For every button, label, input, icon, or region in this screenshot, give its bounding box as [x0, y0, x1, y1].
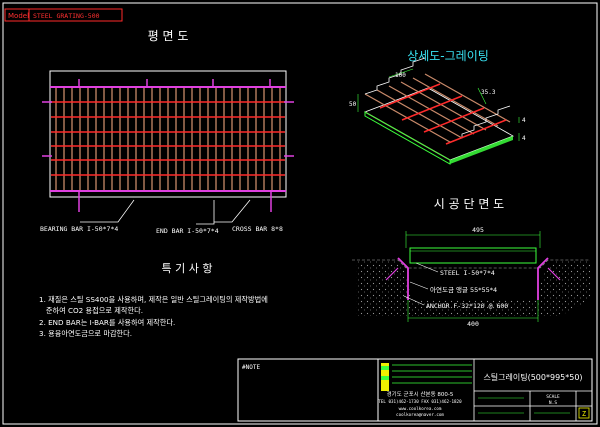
detail-dim-4a: 4	[522, 117, 526, 124]
section-dim-top-lines	[405, 231, 541, 248]
note-line-2: 준하여 CO2 용접으로 제작한다.	[39, 306, 143, 315]
detail-dims	[357, 68, 520, 141]
sheet-mark-icon: Z	[578, 407, 590, 419]
detail-front-edge	[450, 136, 513, 164]
note-line-3: 2. END BAR는 I-BAR를 사용하여 제작한다.	[39, 318, 175, 327]
svg-text:Z: Z	[582, 410, 586, 418]
title-block-note-label: #NOTE	[242, 364, 260, 371]
plan-frame	[49, 70, 287, 198]
detail-dim-100: 100	[395, 72, 406, 79]
label-end-bar: END BAR I-50*7*4	[156, 227, 219, 235]
detail-view-title: 상세도-그레이팅	[407, 49, 489, 63]
detail-step-profile	[364, 57, 426, 95]
label-cross-bar: CROSS BAR 8*8	[232, 225, 283, 233]
model-tag-label: Model	[8, 12, 29, 20]
section-dim-top: 495	[472, 226, 484, 234]
company-email: coolkorea@naver.com	[396, 412, 444, 417]
notes: 특 기 사 항 1. 재질은 스틸 SS400을 사용하며, 제작은 일반 스틸…	[39, 262, 268, 338]
plan-bottom-markers	[78, 192, 272, 212]
detail-view: 상세도-그레이팅 100 3	[349, 49, 526, 165]
detail-step-profile-right	[449, 105, 511, 143]
notes-title: 특 기 사 항	[162, 262, 213, 275]
company-logo	[381, 363, 389, 391]
section-angles	[397, 257, 549, 300]
scale-label: SCALE	[546, 394, 560, 400]
section-leaders	[403, 262, 439, 306]
drawing-title: 스틸그레이팅(500*995*50)	[483, 372, 582, 382]
note-line-4: 3. 용융아연도금으로 마감한다.	[39, 329, 132, 338]
section-view: 시 공 단 면 도 495 STEEL I-50*7	[352, 197, 590, 328]
plan-bearing-bars	[55, 88, 281, 190]
section-soil	[356, 260, 590, 316]
section-label-angle: 아연도금 앵글 55*55*4	[430, 285, 497, 294]
model-tag[interactable]: Model STEEL GRATING-500	[4, 8, 123, 22]
title-block-small-fields	[478, 397, 570, 414]
detail-dim-50: 50	[349, 101, 357, 108]
model-tag-code: STEEL GRATING-500	[33, 12, 100, 20]
plan-leaders	[80, 199, 251, 225]
plan-cross-bars	[51, 101, 285, 176]
detail-dim-4b: 4	[522, 135, 526, 142]
company-tel: TEL 031)462-1730 FAX 031)462-1820	[378, 399, 462, 404]
plan-top-markers	[78, 79, 271, 88]
section-view-title: 시 공 단 면 도	[434, 197, 504, 211]
detail-cross-bars	[379, 83, 507, 145]
section-anchors	[385, 267, 561, 281]
section-label-anchor: ANCHOR F-32*120 @ 600	[426, 302, 508, 310]
plan-view: 평 면 도	[40, 29, 294, 235]
detail-left-edge	[364, 111, 451, 165]
label-bearing-bar: BEARING BAR I-50*7*4	[40, 225, 118, 233]
section-dim-bottom-lines	[407, 300, 539, 322]
company-lines	[392, 364, 472, 384]
detail-dim-353: 35.3	[481, 89, 496, 96]
plan-side-markers	[42, 101, 294, 157]
section-dim-bottom: 400	[467, 320, 479, 328]
plan-view-title: 평 면 도	[148, 29, 189, 43]
scale-value: N.S	[549, 400, 557, 406]
note-line-1: 1. 재질은 스틸 SS400을 사용하며, 제작은 일반 스틸그레이팅의 제작…	[39, 295, 268, 304]
company-web: www.coolkorea.com	[399, 406, 442, 411]
section-grating	[409, 247, 537, 264]
title-block: #NOTE 경기도 군포시 산본동 800-5 TEL 031)462-1730…	[237, 358, 593, 422]
section-label-steel: STEEL I-50*7*4	[440, 269, 495, 277]
company-address: 경기도 군포시 산본동 800-5	[387, 390, 454, 398]
